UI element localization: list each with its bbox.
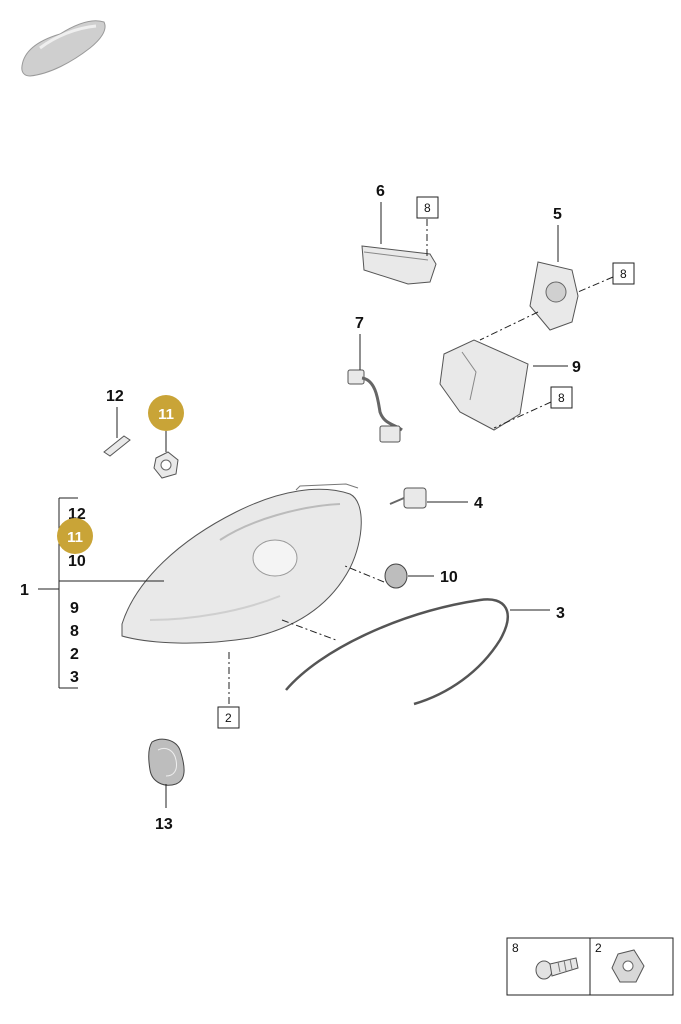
part-5-module[interactable] [529,261,579,331]
callout-12: 12 [106,388,124,405]
svg-text:11: 11 [67,529,83,546]
callout-5: 5 [553,206,562,223]
part-12-clip[interactable] [103,435,131,457]
part-11-nut[interactable] [153,451,179,479]
callout-9: 9 [572,359,581,376]
legend-label-2: 2 [595,941,602,955]
assembly-list-item-10: 10 [68,553,86,570]
callout-10: 10 [440,569,458,586]
svg-text:2: 2 [225,711,232,725]
clip-nut-icon [611,949,645,983]
legend-label-8: 8 [512,941,519,955]
car-silhouette-icon [21,20,106,77]
part-13-grommet[interactable] [148,738,185,786]
assembly-list-item-9: 9 [70,600,79,617]
ref-box-2 [217,706,240,729]
part-6-control-module[interactable] [361,245,437,285]
assembly-list-item-3: 3 [70,669,79,686]
callout-13: 13 [155,816,173,833]
callout-4: 4 [474,495,483,512]
ref-box-8-a [416,196,439,219]
svg-text:8: 8 [558,391,565,405]
assembly-list-item-2: 2 [70,646,79,663]
svg-text:11: 11 [158,406,174,423]
ref-box-8-c [550,386,573,409]
ref-box-8-b [612,262,635,285]
hardware-legend: 8 2 [506,937,674,996]
part-7-wiring-harness[interactable] [347,369,403,443]
part-10-cap[interactable] [384,563,408,589]
part-4-bulb-socket[interactable] [389,487,427,509]
callout-3: 3 [556,605,565,622]
callout-6: 6 [376,183,385,200]
screw-icon [535,957,579,980]
part-9-bracket[interactable] [439,339,529,431]
callout-1: 1 [20,582,29,599]
callout-7: 7 [355,315,364,332]
part-3-seal[interactable] [285,598,509,706]
svg-text:8: 8 [620,267,627,281]
part-1-headlamp[interactable] [121,483,362,644]
badge-11-top[interactable]: 11 [148,395,184,431]
svg-text:8: 8 [424,201,431,215]
badge-11-list[interactable]: 11 [57,518,93,554]
assembly-list-item-8: 8 [70,623,79,640]
